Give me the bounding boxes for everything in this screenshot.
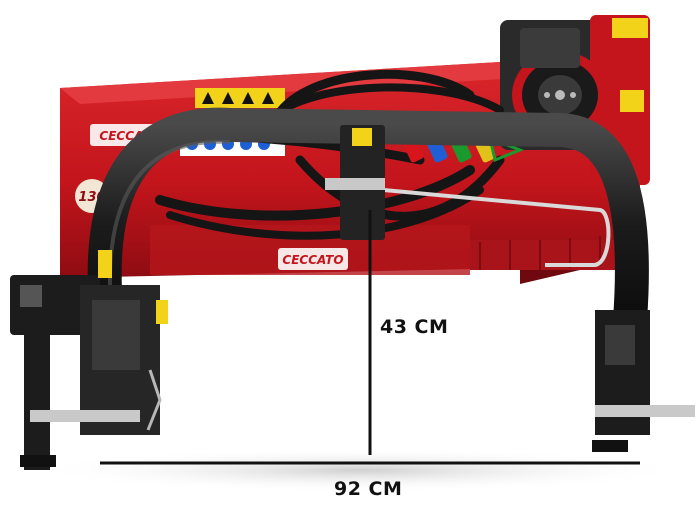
right-three-point-mount xyxy=(592,310,695,452)
width-dimension-label: 92 CM xyxy=(334,478,403,500)
dimension-lines xyxy=(100,210,640,465)
height-dimension-label: 43 CM xyxy=(380,316,449,338)
ground-shadow xyxy=(30,448,690,492)
svg-text:CECCATO: CECCATO xyxy=(282,253,343,267)
brand-decal-side: CECCATO xyxy=(278,248,348,270)
left-three-point-mount xyxy=(10,250,168,470)
